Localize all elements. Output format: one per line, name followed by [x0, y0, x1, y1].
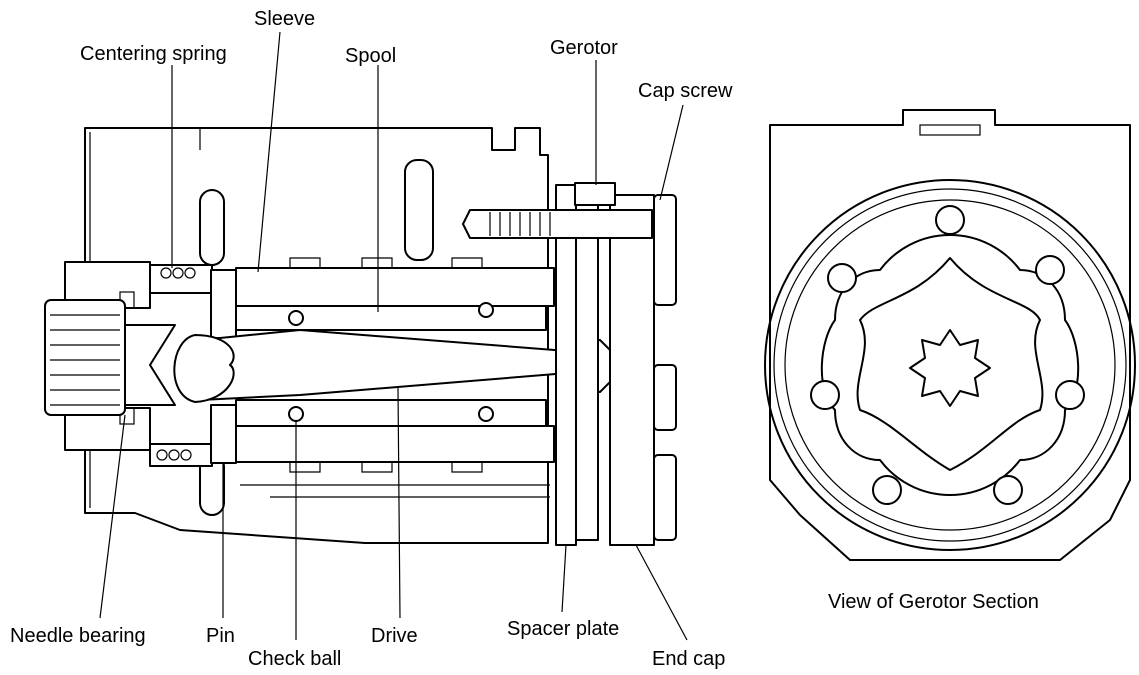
sleeve-upper	[235, 267, 555, 307]
shaft-tip	[124, 324, 176, 406]
check-ball	[288, 406, 304, 422]
spring-coil	[168, 449, 180, 461]
label-check-ball: Check ball	[248, 648, 341, 670]
bolt-hole	[1055, 380, 1085, 410]
end-view-ring-mid	[773, 188, 1127, 542]
left-port-tube	[199, 189, 225, 266]
label-sleeve: Sleeve	[254, 8, 315, 30]
label-spool: Spool	[345, 45, 396, 67]
sleeve-grooves-bottom	[289, 462, 483, 473]
check-ball	[288, 310, 304, 326]
bolt-hole	[810, 380, 840, 410]
labels: Sleeve Centering spring Spool Gerotor Ca…	[10, 8, 1039, 670]
spacer-plate	[575, 204, 599, 541]
bolt-hole	[935, 205, 965, 235]
bolt-head	[653, 454, 677, 541]
end-view-ring-outer	[764, 179, 1136, 551]
label-spacer-plate: Spacer plate	[507, 618, 619, 640]
bolt-head	[653, 364, 677, 431]
sleeve-grooves-top	[289, 257, 483, 268]
gerotor-end-view	[764, 109, 1136, 561]
spring-coil	[184, 267, 196, 279]
cap-screw-thread	[489, 212, 551, 236]
label-cap-screw: Cap screw	[638, 80, 733, 102]
check-ball	[478, 302, 494, 318]
housing-body	[84, 127, 549, 544]
spring-coil	[156, 449, 168, 461]
bolt-head	[653, 194, 677, 306]
gerotor-top	[574, 182, 616, 206]
end-view-housing	[769, 109, 1131, 561]
bolt-hole	[993, 475, 1023, 505]
end-cap	[609, 194, 655, 546]
check-ball	[478, 406, 494, 422]
bolt-hole	[872, 475, 902, 505]
end-view-ring-inner	[784, 199, 1116, 531]
label-gerotor: Gerotor	[550, 37, 618, 59]
leader-sleeve	[257, 31, 281, 273]
input-shaft	[44, 299, 126, 416]
spool-upper	[235, 305, 547, 331]
spring-coil	[160, 267, 172, 279]
drive-shaft	[180, 329, 581, 401]
leader-needle-bearing	[99, 414, 126, 619]
leader-drive	[397, 387, 401, 619]
sleeve-lower	[235, 425, 555, 463]
spool-lower	[235, 399, 547, 427]
pin-upper	[210, 269, 237, 339]
leader-spacer-plate	[561, 544, 567, 613]
label-centering-spring: Centering spring	[80, 43, 227, 65]
cap-screw	[462, 209, 653, 239]
needle-roller	[119, 407, 135, 425]
drive-head	[173, 334, 235, 403]
upper-port-tube	[404, 159, 434, 261]
leader-end-cap	[635, 544, 688, 641]
bolt-hole	[1035, 255, 1065, 285]
gerotor-outer-element	[820, 234, 1080, 496]
leader-cap-screw	[659, 104, 684, 201]
end-view-top-boss	[919, 124, 981, 136]
sectional-view	[44, 127, 677, 546]
pin-lower	[210, 404, 237, 464]
spring-coil	[172, 267, 184, 279]
label-drive: Drive	[371, 625, 418, 647]
label-pin: Pin	[206, 625, 235, 647]
label-end-cap: End cap	[652, 648, 725, 670]
spring-coil	[180, 449, 192, 461]
caption-gerotor-view: View of Gerotor Section	[828, 591, 1039, 613]
label-needle-bearing: Needle bearing	[10, 625, 146, 647]
gerotor-inner-rotor	[856, 257, 1044, 471]
bolt-hole	[827, 263, 857, 293]
spline-bore	[909, 329, 991, 407]
leader-lines	[99, 31, 688, 641]
shaft-splines	[50, 314, 120, 406]
